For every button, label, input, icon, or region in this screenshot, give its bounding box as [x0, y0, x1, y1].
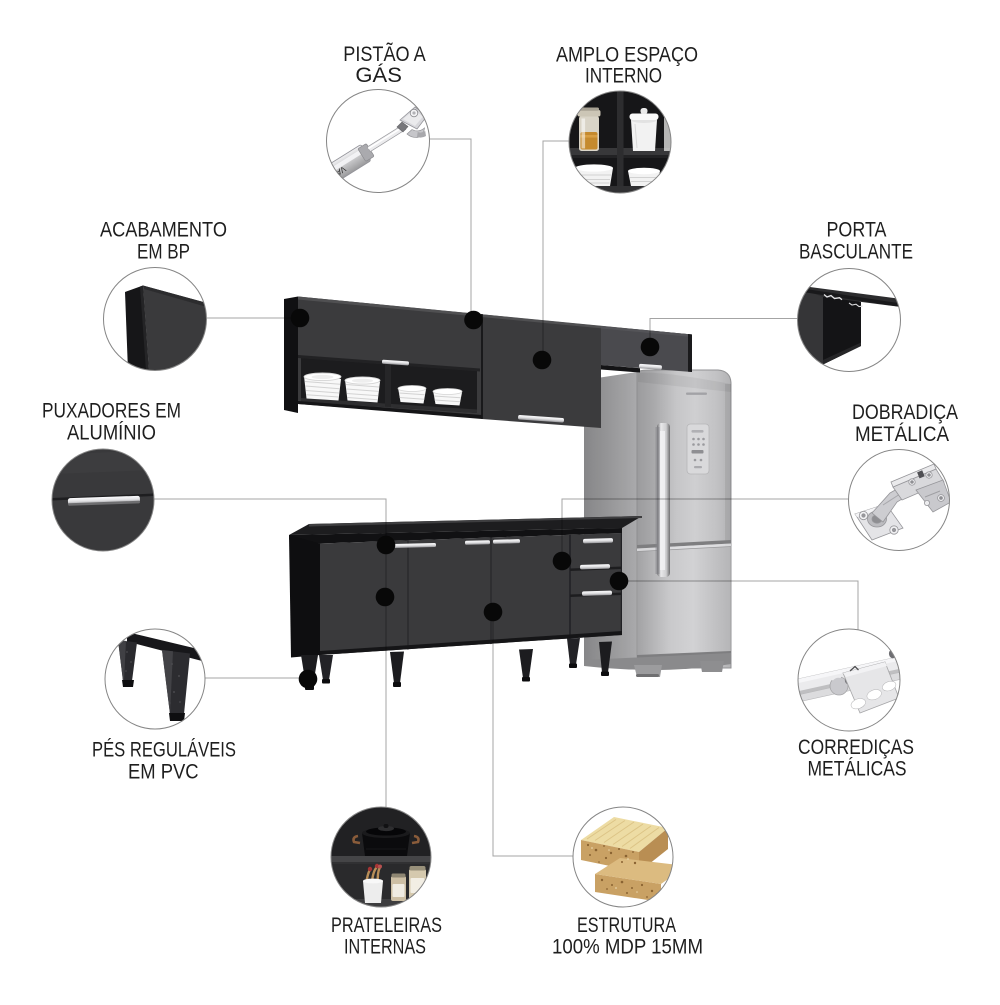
svg-text:METÁLICA: METÁLICA — [855, 423, 949, 446]
svg-text:EM PVC: EM PVC — [128, 761, 199, 784]
svg-text:CORREDIÇAS: CORREDIÇAS — [798, 736, 914, 759]
svg-text:PORTA: PORTA — [827, 219, 887, 242]
svg-text:ALUMÍNIO: ALUMÍNIO — [67, 422, 156, 445]
svg-text:PÉS REGULÁVEIS: PÉS REGULÁVEIS — [92, 739, 236, 762]
svg-text:EM BP: EM BP — [137, 241, 190, 264]
svg-text:ESTRUTURA: ESTRUTURA — [577, 914, 676, 937]
svg-text:AMPLO ESPAÇO: AMPLO ESPAÇO — [556, 43, 698, 66]
svg-text:METÁLICAS: METÁLICAS — [808, 758, 907, 781]
svg-text:PUXADORES EM: PUXADORES EM — [42, 400, 181, 423]
svg-text:GÁS: GÁS — [355, 64, 402, 87]
svg-text:DOBRADIÇA: DOBRADIÇA — [852, 401, 958, 424]
svg-text:BASCULANTE: BASCULANTE — [799, 241, 913, 264]
svg-text:INTERNAS: INTERNAS — [344, 935, 426, 958]
svg-text:ACABAMENTO: ACABAMENTO — [100, 219, 227, 242]
svg-text:INTERNO: INTERNO — [585, 65, 662, 88]
svg-text:PISTÃO A: PISTÃO A — [343, 42, 426, 66]
svg-text:PRATELEIRAS: PRATELEIRAS — [331, 914, 442, 937]
svg-text:100% MDP 15MM: 100% MDP 15MM — [552, 935, 703, 958]
